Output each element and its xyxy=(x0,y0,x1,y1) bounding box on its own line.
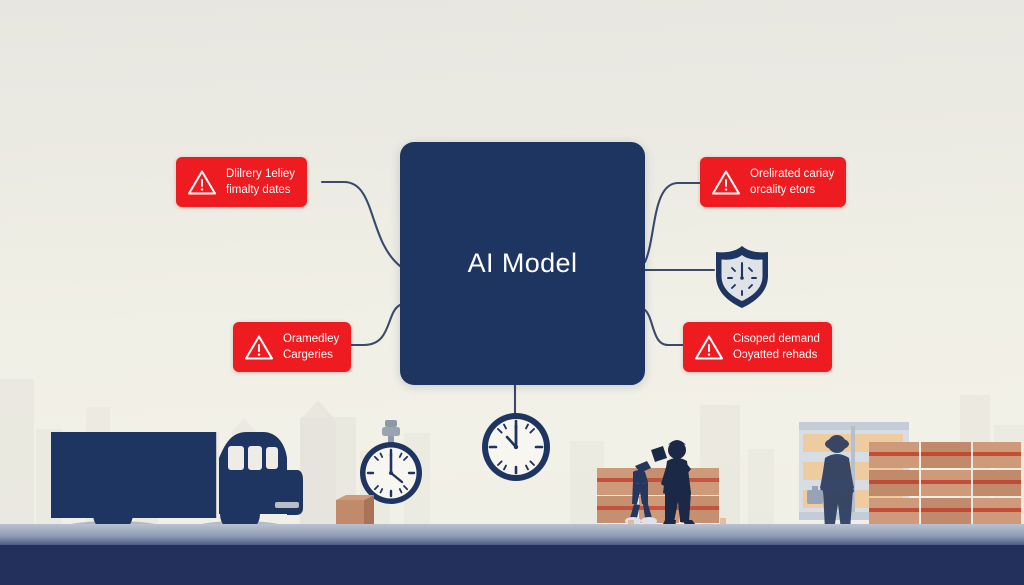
ai-model-node[interactable]: AI Model xyxy=(400,142,645,385)
clock-icon xyxy=(478,409,554,490)
cardboard-box-icon xyxy=(334,492,376,537)
alert-badge-bottom-left[interactable]: Oramedley Cargeries xyxy=(233,322,352,372)
alert-line-1: Orelirated cariay xyxy=(750,168,835,180)
shield-clock-icon[interactable] xyxy=(711,244,773,310)
ground-highlight-band xyxy=(0,524,1024,546)
alert-line-1: Oramedley xyxy=(283,333,340,345)
alert-badge-text: Oramedley Cargeries xyxy=(283,331,339,363)
stopwatch-icon xyxy=(355,420,427,511)
warning-triangle-icon xyxy=(695,335,723,359)
alert-line-2: orcality etors xyxy=(750,184,816,196)
alert-badge-text: Dlilrery 1eliey fimalty dates xyxy=(226,166,295,198)
alert-badge-top-right[interactable]: Orelirated cariay orcality etors xyxy=(700,157,847,207)
warning-triangle-icon xyxy=(188,170,216,194)
ai-model-label: AI Model xyxy=(467,248,578,278)
alert-badge-text: Cisoped demand Oɔyatted rehads xyxy=(733,331,820,363)
ground-foreground-band xyxy=(0,545,1024,585)
alert-line-2: Oɔyatted rehads xyxy=(733,349,818,361)
warning-triangle-icon xyxy=(712,170,740,194)
warning-triangle-icon xyxy=(245,335,273,359)
alert-line-2: fimalty dates xyxy=(226,184,291,196)
alert-badge-top-left[interactable]: Dlilrery 1eliey fimalty dates xyxy=(176,157,308,207)
alert-line-1: Cisoped demand xyxy=(733,333,820,345)
alert-badge-bottom-right[interactable]: Cisoped demand Oɔyatted rehads xyxy=(683,322,832,372)
alert-line-2: Cargeries xyxy=(283,349,333,361)
alert-badge-text: Orelirated cariay orcality etors xyxy=(750,166,834,198)
warehouse-workers-icon xyxy=(595,428,775,541)
alert-line-1: Dlilrery 1eliey xyxy=(226,168,296,180)
